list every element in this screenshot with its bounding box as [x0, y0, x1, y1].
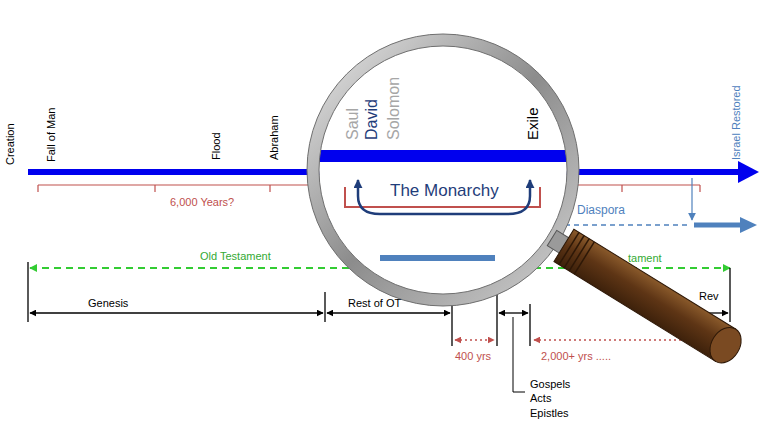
- book-label: Rest of OT: [348, 297, 401, 310]
- testament-label: Old Testament: [200, 250, 271, 263]
- span-label: 6,000 Years?: [170, 196, 234, 209]
- book-label: Rev: [699, 290, 719, 303]
- book-label: Genesis: [88, 297, 128, 310]
- lens-handle: [542, 222, 747, 369]
- king-label: Saul: [343, 108, 362, 140]
- event-label: Israel Restored: [730, 85, 743, 160]
- event-label: Flood: [210, 132, 223, 160]
- magnifying-lens: [300, 34, 600, 306]
- gap-spans: [455, 339, 700, 341]
- gap-label: 400 yrs: [455, 350, 491, 363]
- book-list: Gospels Acts Epistles: [530, 377, 570, 420]
- event-label: Fall of Man: [45, 108, 58, 162]
- event-label: Exile: [524, 107, 542, 140]
- span-label: Diaspora: [577, 203, 625, 217]
- gap-label: 2,000+ yrs .....: [541, 350, 611, 363]
- event-label: Creation: [4, 123, 17, 165]
- king-label: David: [362, 99, 381, 140]
- event-label: Abraham: [268, 115, 281, 160]
- era-label: The Monarchy: [390, 181, 499, 201]
- testament-label: tament: [628, 252, 662, 265]
- king-label: Solomon: [384, 77, 403, 140]
